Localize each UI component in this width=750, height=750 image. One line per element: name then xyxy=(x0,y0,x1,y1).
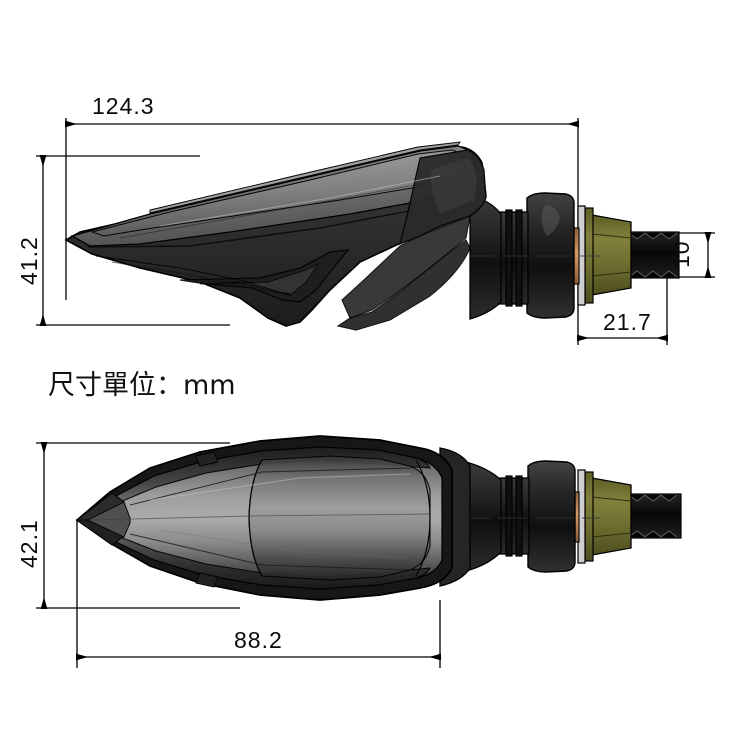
dimension-body-height xyxy=(36,442,240,609)
dimension-label-body-length: 88.2 xyxy=(234,627,283,653)
dimension-label-stem-length: 21.7 xyxy=(603,309,652,335)
ribbed-neck-side xyxy=(469,195,529,320)
dimension-body-length xyxy=(76,520,441,668)
rubber-boot-plan xyxy=(527,460,576,573)
plan-view-group xyxy=(36,435,682,668)
dimension-label-body-height: 42.1 xyxy=(16,519,42,568)
lens-housing-plan xyxy=(75,435,453,601)
threaded-stud-plan xyxy=(628,493,682,539)
side-view-group xyxy=(36,118,715,345)
ribbed-neck-plan xyxy=(439,447,530,587)
unit-note: 尺寸單位：mm xyxy=(48,370,236,401)
dimension-label-overall-length: 124.3 xyxy=(92,93,155,119)
hex-nut-plan xyxy=(591,477,632,556)
dimension-label-overall-height: 41.2 xyxy=(16,236,42,285)
hex-nut-side xyxy=(591,214,632,296)
threaded-stud-side xyxy=(628,231,680,279)
dimension-overall-height xyxy=(36,155,230,326)
lens-housing-side xyxy=(64,141,487,331)
dimension-label-thread-diameter: 10 xyxy=(668,240,694,268)
dimension-overall-length xyxy=(65,118,579,300)
